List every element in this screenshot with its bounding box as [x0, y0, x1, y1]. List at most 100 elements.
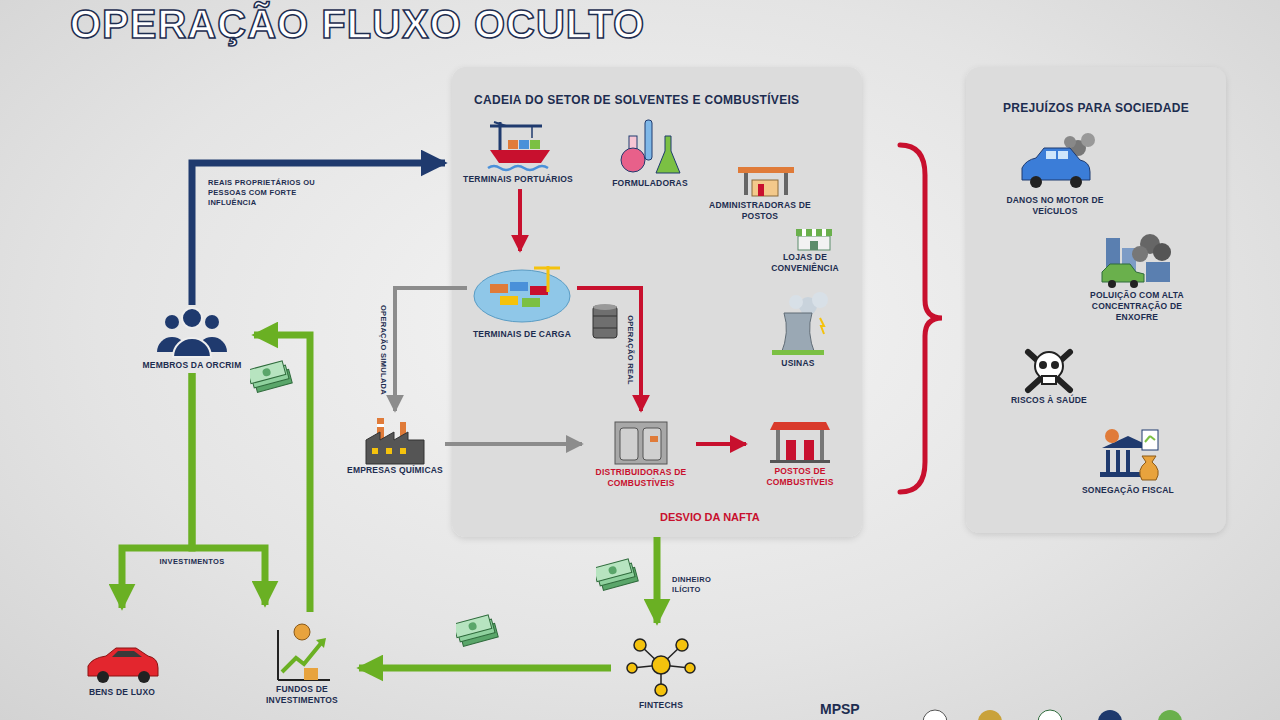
tax-evasion-icon — [1145, 436, 1150, 442]
cargo-terminal-icon — [474, 266, 570, 322]
power-plant-icon — [820, 318, 824, 334]
panel-box: CADEIA DO SETOR DE SOLVENTES E COMBUSTÍV… — [452, 67, 862, 537]
store-icon — [796, 229, 832, 250]
damaged-car-icon — [1046, 151, 1056, 159]
barrel-icon — [593, 306, 617, 338]
lab-flask-icon — [621, 148, 645, 172]
money-icon — [453, 614, 498, 648]
gas-station-icon — [784, 173, 788, 195]
pollution-icon — [1102, 234, 1171, 288]
panel-title: PREJUÍZOS PARA SOCIEDADE — [966, 101, 1226, 115]
port-terminal-icon — [488, 122, 550, 170]
fuel-station-icon — [776, 430, 780, 460]
cargo-terminal-icon — [490, 284, 508, 293]
investment-chart-icon — [304, 676, 318, 680]
investment-chart-icon — [277, 630, 279, 680]
logo-marks — [923, 710, 947, 720]
fintech-network-icon — [627, 663, 637, 673]
flow-arrow — [696, 442, 746, 446]
cargo-terminal-icon — [534, 267, 560, 270]
people-icon — [165, 315, 179, 329]
flow-node: DISTRIBUIDORAS DE COMBUSTÍVEIS — [586, 415, 696, 489]
damaged-car-icon — [1064, 136, 1076, 148]
edge-label: OPERAÇÃO SIMULADA — [378, 305, 388, 395]
panel-ground — [966, 67, 1226, 533]
damaged-car-icon — [1070, 176, 1082, 188]
pollution-icon — [1146, 262, 1170, 282]
node-label: FORMULADORAS — [600, 178, 700, 189]
flow-arrow — [445, 442, 582, 446]
fuel-station-icon — [770, 422, 830, 430]
tax-evasion-icon — [1106, 450, 1110, 472]
damaged-car-icon — [1081, 133, 1095, 147]
sports-car-icon — [88, 648, 158, 676]
power-plant-icon — [772, 350, 824, 355]
pollution-icon — [1108, 280, 1116, 288]
barrel-icon — [593, 316, 617, 317]
cargo-terminal-icon — [547, 266, 550, 292]
barrel-icon — [593, 328, 617, 329]
damaged-car-icon — [1022, 133, 1095, 188]
power-plant-icon — [789, 295, 803, 309]
flow-arrow — [395, 288, 467, 411]
diagram-title: OPERAÇÃO FLUXO OCULTO — [70, 2, 645, 47]
flow-node: ADMINISTRADORAS DE POSTOS — [705, 160, 815, 222]
factory-icon — [400, 448, 406, 454]
store-icon — [796, 229, 832, 236]
edge-label: OPERAÇÃO REAL — [625, 315, 635, 385]
port-terminal-icon — [530, 140, 540, 149]
curly-brace — [900, 145, 942, 492]
barrel-icon — [593, 304, 617, 338]
people-icon — [173, 338, 211, 357]
flow-arrow — [122, 373, 192, 608]
sports-car-icon — [112, 651, 142, 657]
flow-node: SONEGAÇÃO FISCAL — [1073, 425, 1183, 496]
flow-arrow — [192, 163, 445, 305]
skull-icon — [1051, 361, 1059, 369]
logo-marks — [1098, 710, 1122, 720]
flow-node: FINTECHS — [611, 630, 711, 711]
investment-chart-icon — [282, 642, 322, 672]
node-label: BENS DE LUXO — [72, 687, 172, 698]
flow-node: DANOS NO MOTOR DE VEÍCULOS — [990, 135, 1120, 217]
damaged-car-icon — [1030, 176, 1042, 188]
node-label: DISTRIBUIDORAS DE COMBUSTÍVEIS — [586, 467, 696, 489]
people-icon — [205, 315, 219, 329]
node-label: EMPRESAS QUÍMICAS — [345, 465, 445, 476]
people-icon — [157, 308, 227, 357]
gas-station-icon — [738, 167, 794, 196]
node-label: FUNDOS DE INVESTIMENTOS — [252, 684, 352, 706]
store-icon — [802, 229, 826, 236]
flow-node: USINAS — [758, 300, 838, 369]
skull-icon — [1028, 352, 1070, 390]
node-label: FINTECHS — [611, 700, 711, 711]
tax-evasion-icon — [1126, 450, 1130, 472]
gas-station-icon — [758, 184, 764, 196]
fuel-station-icon — [770, 422, 830, 463]
pollution-icon — [1102, 264, 1144, 282]
panel-box: PREJUÍZOS PARA SOCIEDADE DANOS NO MOTOR D… — [966, 67, 1226, 533]
factory-icon — [372, 448, 378, 454]
fuel-distributor-icon — [650, 436, 658, 442]
port-terminal-icon — [508, 140, 518, 149]
store-icon — [810, 241, 818, 250]
note-label: DESVIO DA NAFTA — [660, 511, 760, 523]
tax-evasion-icon — [1105, 429, 1119, 443]
money-icon — [593, 558, 638, 592]
factory-icon — [386, 448, 392, 454]
sports-car-icon — [138, 671, 150, 683]
power-plant-icon — [781, 313, 815, 354]
fintech-network-icon — [634, 639, 646, 651]
panel-title: CADEIA DO SETOR DE SOLVENTES E COMBUSTÍV… — [474, 93, 862, 107]
skull-icon — [1028, 352, 1070, 390]
node-label: USINAS — [758, 358, 838, 369]
flow-node: POLUIÇÃO COM ALTA CONCENTRAÇÃO DE ENXOFR… — [1077, 230, 1197, 323]
skull-icon — [1042, 376, 1056, 384]
flow-arrow — [192, 373, 265, 605]
fuel-station-icon — [804, 440, 814, 460]
damaged-car-icon — [1022, 148, 1090, 180]
logo-marks — [978, 710, 1002, 720]
pollution-icon — [1130, 280, 1138, 288]
people-icon — [182, 308, 202, 328]
cargo-terminal-icon — [500, 296, 518, 305]
